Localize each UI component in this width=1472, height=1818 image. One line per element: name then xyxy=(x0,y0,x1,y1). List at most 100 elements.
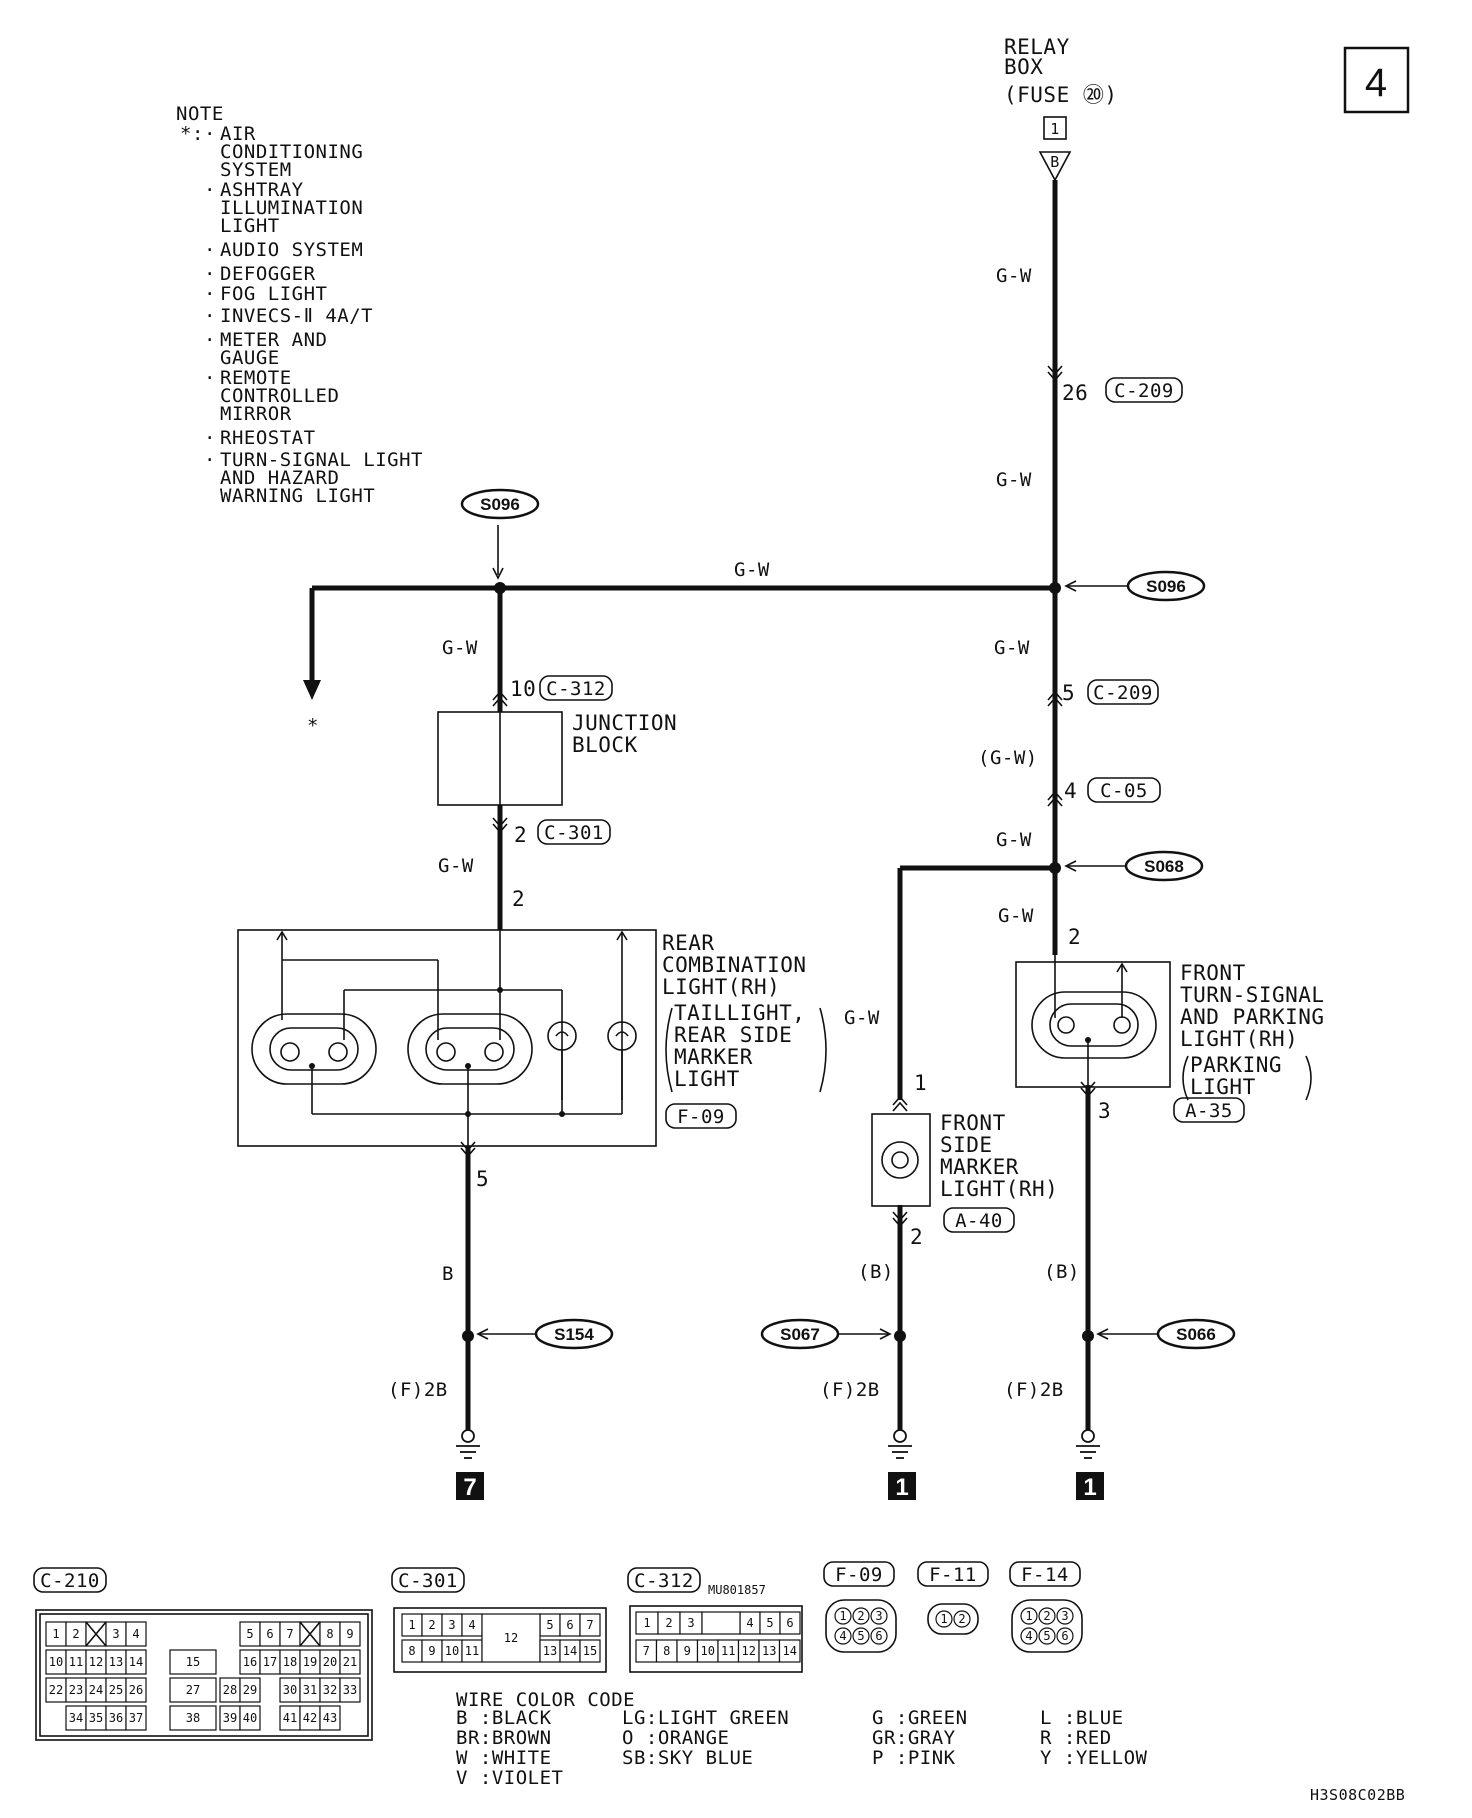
svg-text:SB:SKY BLUE: SB:SKY BLUE xyxy=(622,1747,753,1769)
pin-cell: 23 xyxy=(69,1683,83,1697)
front-turn-signal-light xyxy=(1015,955,1171,1088)
pin-2-side-marker: 2 xyxy=(910,1225,923,1249)
svg-text:REMOTE: REMOTE xyxy=(220,367,292,389)
page-number: 4 xyxy=(1365,61,1387,105)
pin-cell: 5 xyxy=(246,1627,253,1641)
ground-ref-7 xyxy=(456,1472,484,1500)
pin-cell: 11 xyxy=(721,1644,735,1658)
ground-label-2: (F)2B xyxy=(820,1379,880,1401)
svg-text:CONTROLLED: CONTROLLED xyxy=(220,385,339,407)
svg-text:A-40: A-40 xyxy=(955,1210,1003,1232)
pin-cell: 40 xyxy=(243,1711,257,1725)
pin-cell: 37 xyxy=(129,1711,143,1725)
svg-text:F-09: F-09 xyxy=(677,1106,725,1128)
svg-text:·: · xyxy=(204,329,216,351)
svg-text:·: · xyxy=(204,427,216,449)
pin-cell: 25 xyxy=(109,1683,123,1697)
pin-cell: 24 xyxy=(89,1683,103,1697)
pin-cell: 13 xyxy=(762,1644,776,1658)
svg-text:F-09: F-09 xyxy=(835,1564,883,1586)
pin-cell: 35 xyxy=(89,1711,103,1725)
svg-text:RHEOSTAT: RHEOSTAT xyxy=(220,427,316,449)
pin-10: 10 xyxy=(510,677,536,701)
svg-text:Y :YELLOW: Y :YELLOW xyxy=(1040,1747,1148,1769)
pin-cell: 21 xyxy=(343,1655,357,1669)
ground-label-3: (F)2B xyxy=(1004,1379,1064,1401)
svg-text:C-312: C-312 xyxy=(634,1570,694,1592)
pin-cell: 4 xyxy=(746,1616,753,1630)
pin-cell: 1 xyxy=(52,1627,59,1641)
svg-text:S068: S068 xyxy=(1144,857,1184,876)
svg-text:S066: S066 xyxy=(1176,1325,1216,1344)
pin-2-front-turn: 2 xyxy=(1068,925,1081,949)
wire-label-1: G-W xyxy=(996,265,1032,287)
pin-circle: 2 xyxy=(857,1609,864,1623)
svg-text:O :ORANGE: O :ORANGE xyxy=(622,1727,729,1749)
splice-tags: S096 S096 S068 S154 S067 S066 xyxy=(460,488,1236,1350)
side-marker-label-3: MARKER xyxy=(940,1155,1019,1179)
svg-text:A-35: A-35 xyxy=(1185,1100,1233,1122)
ground-ref-1b xyxy=(1076,1472,1104,1500)
pin-cell: 42 xyxy=(303,1711,317,1725)
svg-text:C-209: C-209 xyxy=(1114,380,1174,402)
pin-cell: 34 xyxy=(69,1711,83,1725)
pin-cell: 11 xyxy=(465,1644,479,1658)
svg-text:C-301: C-301 xyxy=(544,822,604,844)
pin-cell: 14 xyxy=(129,1655,143,1669)
pin-cell: 41 xyxy=(283,1711,297,1725)
wire-label-4: G-W xyxy=(442,637,478,659)
wire-label-6: (G-W) xyxy=(978,747,1038,769)
pin-cell: 6 xyxy=(566,1618,573,1632)
pin-cell: 3 xyxy=(448,1618,455,1632)
wire-label-9: G-W xyxy=(998,905,1034,927)
pin-cell: 15 xyxy=(583,1644,597,1658)
svg-text:S154: S154 xyxy=(554,1325,594,1344)
side-marker-label-4: LIGHT(RH) xyxy=(940,1177,1058,1201)
svg-text:GR:GRAY: GR:GRAY xyxy=(872,1727,956,1749)
pin-circle: 1 xyxy=(1025,1609,1032,1623)
pin-circle: 2 xyxy=(958,1612,965,1626)
svg-text:·: · xyxy=(204,367,216,389)
svg-text:MIRROR: MIRROR xyxy=(220,403,292,425)
svg-text:MU801857: MU801857 xyxy=(708,1583,766,1597)
pin-cell: 39 xyxy=(223,1711,237,1725)
pin-cell: 29 xyxy=(243,1683,257,1697)
pin-cell: 4 xyxy=(468,1618,475,1632)
pin-circle: 3 xyxy=(1061,1609,1068,1623)
svg-text:R :RED: R :RED xyxy=(1040,1727,1112,1749)
relay-connector: B xyxy=(1050,153,1060,171)
ground-ref-7-label: 7 xyxy=(463,1474,476,1501)
svg-text:·: · xyxy=(204,305,216,327)
svg-text:C-209: C-209 xyxy=(1093,682,1153,704)
svg-text:C-210: C-210 xyxy=(40,1570,100,1592)
pin-cell: 12 xyxy=(504,1631,518,1645)
wire-label-7: G-W xyxy=(996,829,1032,851)
note-title: NOTE xyxy=(176,103,224,125)
wire-label-13: (B) xyxy=(1044,1261,1080,1283)
svg-text:F-11: F-11 xyxy=(929,1564,977,1586)
svg-text:AUDIO SYSTEM: AUDIO SYSTEM xyxy=(220,239,363,261)
svg-text:WIRE COLOR CODE: WIRE COLOR CODE xyxy=(456,1689,635,1711)
svg-text:·: · xyxy=(204,239,216,261)
pin-cell: 19 xyxy=(303,1655,317,1669)
svg-text:LIGHT: LIGHT xyxy=(220,215,280,237)
svg-text:CONDITIONING: CONDITIONING xyxy=(220,141,363,163)
svg-text:S096: S096 xyxy=(1146,577,1186,596)
pin-circle: 1 xyxy=(839,1609,846,1623)
svg-text:AIR: AIR xyxy=(220,123,256,145)
relay-connector-triangle xyxy=(1038,151,1072,182)
rear-label-1: REAR xyxy=(662,931,715,955)
pin-cell: 17 xyxy=(263,1655,277,1669)
wire-label-12: (B) xyxy=(858,1261,894,1283)
pin-cell: 43 xyxy=(323,1711,337,1725)
pin-26: 26 xyxy=(1062,381,1088,405)
svg-text:SYSTEM: SYSTEM xyxy=(220,159,292,181)
pin-cell: 5 xyxy=(766,1616,773,1630)
svg-text:METER AND: METER AND xyxy=(220,329,327,351)
svg-text:·: · xyxy=(204,449,216,471)
rear-combination-light xyxy=(237,929,657,1147)
svg-text:ASHTRAY: ASHTRAY xyxy=(220,179,304,201)
branch-arrow-icon xyxy=(303,680,321,700)
